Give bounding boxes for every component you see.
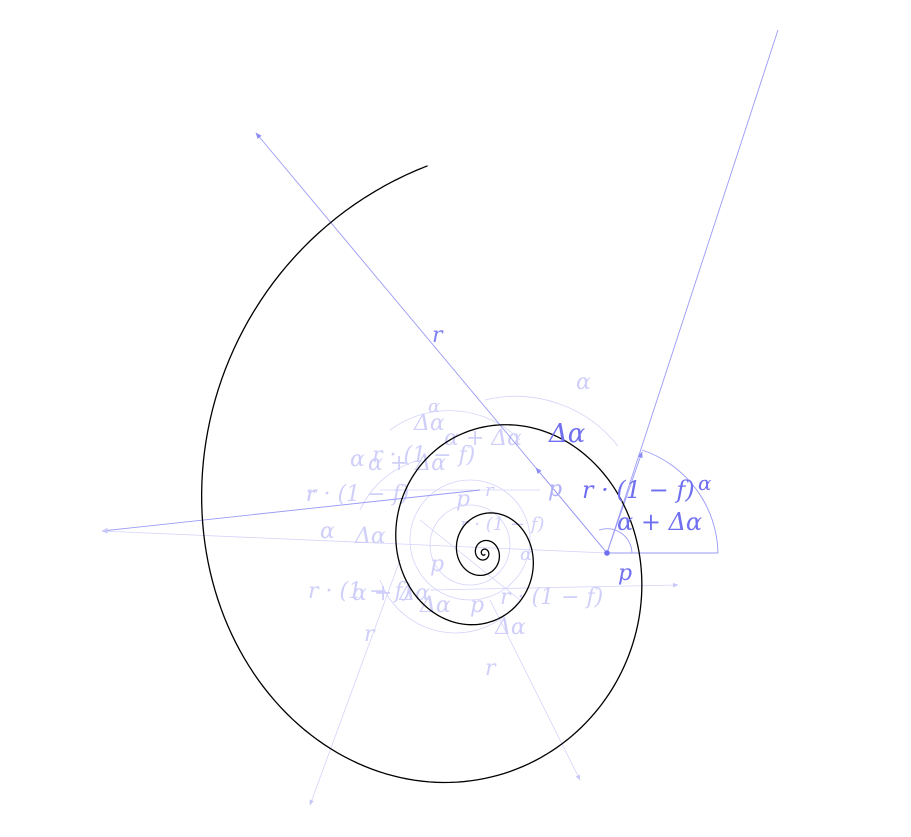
faint-label-alpha: α: [428, 396, 440, 417]
label-delta-alpha: Δα: [548, 419, 586, 449]
label-exponent-alpha: α: [698, 471, 712, 495]
label-r-one-minus-f: r · (1 − f): [582, 476, 695, 504]
faint-label-r: r: [364, 622, 376, 647]
boundary-line: [606, 29, 779, 554]
radius-line-faint: [101, 528, 608, 554]
faint-label-alpha: α: [576, 370, 591, 395]
faint-label-delta: Δα: [494, 615, 526, 640]
faint-label-delta: Δα: [413, 411, 445, 436]
angle-circle-faint: [409, 479, 531, 601]
angle-arc-faint: [484, 395, 619, 447]
pole-point: [604, 550, 610, 556]
radius-line-short: [606, 451, 643, 554]
angle-circle-faint: [429, 504, 511, 586]
faint-label-r-one-minus-f: r · (1 − f): [308, 579, 411, 604]
faint-label-alpha: α: [320, 519, 335, 544]
faint-label-alpha-plus-delta: α + Δα: [444, 426, 522, 451]
faint-label-delta: Δα: [419, 593, 451, 618]
primary-construction: [101, 29, 779, 554]
faint-label-p: p: [470, 593, 484, 618]
primary-labels: r Δα r · (1 − f) α α + Δα p p: [432, 323, 712, 586]
label-r: r: [432, 323, 444, 348]
faint-label-p: p: [430, 552, 444, 577]
construction-faint-layer: [101, 395, 679, 806]
faint-label-r: r: [485, 480, 495, 501]
radius-line-one-minus-f: [535, 467, 608, 554]
radius-line-faint: [429, 582, 679, 591]
radius-line-left: [101, 489, 481, 533]
faint-label-r-one-minus-f: r · (1 − f): [500, 585, 603, 610]
logarithmic-spiral: [200, 165, 643, 784]
faint-label-p: p: [456, 487, 470, 512]
faint-label-alpha: α: [350, 447, 365, 472]
angle-arc-alpha-plus-delta: [598, 528, 633, 554]
faint-label-delta: Δα: [354, 524, 386, 549]
construction-line-faint: [419, 519, 521, 601]
label-p-secondary: p: [548, 477, 562, 502]
faint-label-r-one-minus-f: r · (1 − f): [372, 443, 475, 468]
label-alpha-plus-delta: α + Δα: [617, 508, 702, 536]
radius-line-faint: [489, 599, 581, 781]
angle-arc-alpha: [641, 449, 719, 554]
faint-label-r: r: [485, 656, 497, 681]
faint-label-alpha: α: [520, 544, 532, 565]
angle-arc-faint: [379, 579, 521, 634]
label-p: p: [618, 561, 632, 586]
angle-arc-faint: [389, 410, 521, 441]
faint-labels: α α α α Δα Δα Δα α + Δα α + Δα α + Δα r …: [306, 370, 603, 681]
faint-label-alpha-plus-delta: α + Δα: [352, 581, 430, 606]
faint-label-r-one-minus-f: r · (1 − f): [460, 514, 544, 535]
faint-label-r: r: [306, 484, 316, 505]
radius-line-faint: [309, 559, 401, 806]
faint-label-alpha-plus-delta: α + Δα: [368, 451, 446, 476]
